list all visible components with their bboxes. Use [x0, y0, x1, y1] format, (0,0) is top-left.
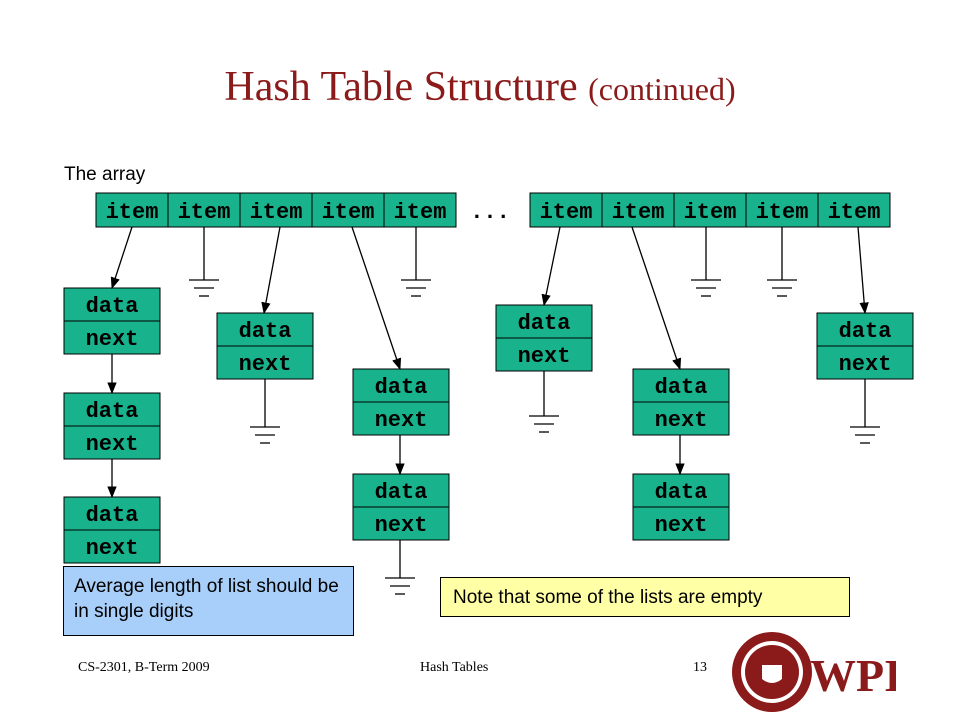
node-data-label: data	[655, 480, 708, 505]
node-next-cell	[63, 425, 161, 460]
wpi-logo: WPI	[732, 632, 896, 712]
node-next-label: next	[518, 344, 571, 369]
empty-lists-callout: Note that some of the lists are empty	[440, 577, 850, 617]
pointer-arrow	[261, 226, 281, 315]
array-cell-label: item	[828, 200, 881, 225]
node-next-cell	[63, 529, 161, 564]
node-data-cell	[495, 304, 593, 339]
pointer-arrow	[541, 226, 561, 307]
array-cell-label: item	[250, 200, 303, 225]
array-cell-label: item	[756, 200, 809, 225]
array-cell	[529, 192, 603, 228]
array-cell	[167, 192, 241, 228]
title-main: Hash Table Structure	[224, 64, 578, 110]
node-next-cell	[495, 337, 593, 372]
node-next-label: next	[375, 513, 428, 538]
pointer-arrow	[857, 226, 869, 315]
array-ellipsis: ...	[470, 200, 510, 225]
array-label: The array	[64, 164, 146, 185]
average-length-callout: Average length of list should be in sing…	[63, 566, 354, 636]
array-cell	[311, 192, 385, 228]
node-data-label: data	[375, 480, 428, 505]
array-cell-label: item	[612, 200, 665, 225]
array-cell-label: item	[684, 200, 737, 225]
node-data-cell	[352, 368, 450, 403]
node-next-cell	[352, 506, 450, 541]
node-next-label: next	[86, 536, 139, 561]
node-data-cell	[63, 287, 161, 322]
node-next-label: next	[655, 408, 708, 433]
node-next-label: next	[86, 432, 139, 457]
node-data-label: data	[839, 319, 892, 344]
node-next-label: next	[839, 352, 892, 377]
array-cell-label: item	[178, 200, 231, 225]
node-next-label: next	[86, 327, 139, 352]
slide-title: Hash Table Structure (continued)	[0, 62, 960, 114]
array-cell-label: item	[322, 200, 375, 225]
footer-topic: Hash Tables	[420, 660, 489, 675]
node-next-label: next	[239, 352, 292, 377]
pointer-arrow	[110, 226, 133, 290]
array-cell-label: item	[106, 200, 159, 225]
node-data-cell	[816, 312, 914, 347]
node-next-cell	[216, 345, 314, 380]
node-data-label: data	[86, 503, 139, 528]
wpi-wordmark: WPI	[810, 650, 896, 701]
node-data-cell	[216, 312, 314, 347]
node-data-label: data	[86, 399, 139, 424]
array-cell	[817, 192, 891, 228]
node-data-label: data	[86, 294, 139, 319]
wpi-seal-shield	[762, 665, 782, 683]
array-cell	[601, 192, 675, 228]
node-next-cell	[632, 401, 730, 436]
pointer-arrow	[631, 226, 682, 371]
array-cell	[239, 192, 313, 228]
node-next-cell	[63, 320, 161, 355]
array-cell	[673, 192, 747, 228]
pointer-arrow	[351, 226, 402, 371]
footer-page-number: 13	[693, 660, 707, 675]
node-next-label: next	[655, 513, 708, 538]
node-data-label: data	[239, 319, 292, 344]
footer-course: CS-2301, B-Term 2009	[78, 660, 210, 675]
node-next-label: next	[375, 408, 428, 433]
node-data-label: data	[518, 311, 571, 336]
title-suffix: (continued)	[588, 71, 736, 107]
array-cell-label: item	[394, 200, 447, 225]
node-data-cell	[63, 496, 161, 531]
array-cell-label: item	[540, 200, 593, 225]
node-data-label: data	[375, 375, 428, 400]
node-next-cell	[352, 401, 450, 436]
node-data-label: data	[655, 375, 708, 400]
array-cell	[383, 192, 457, 228]
array-cell	[745, 192, 819, 228]
node-next-cell	[632, 506, 730, 541]
